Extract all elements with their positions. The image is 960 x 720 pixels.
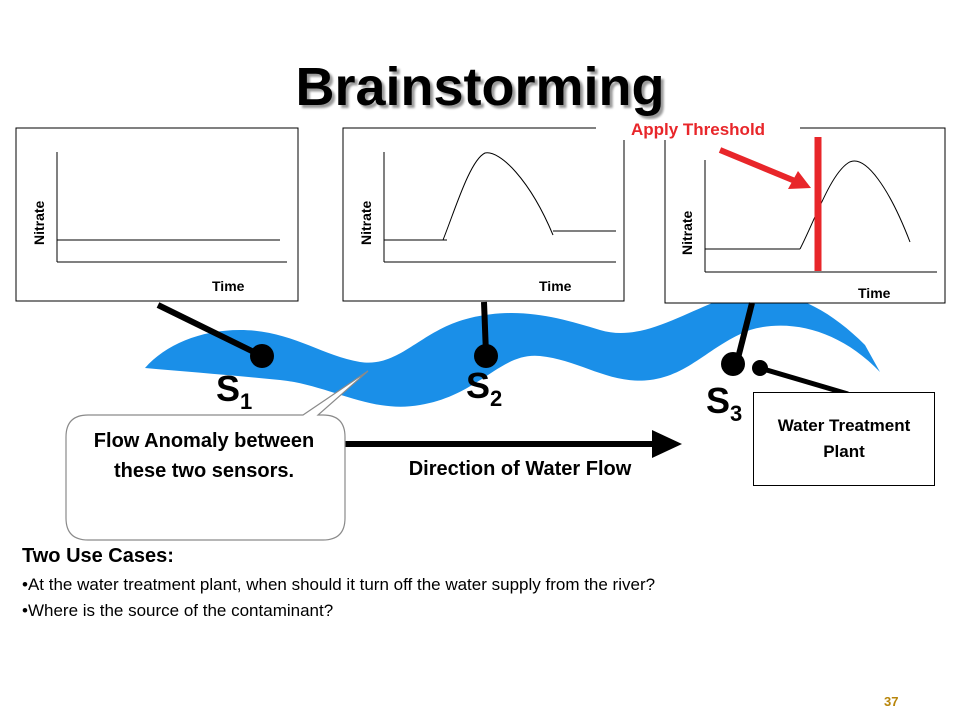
nitrate-chart-3: Nitrate Time [664,127,946,304]
sensor-3-connector [734,302,755,363]
panel-1-ylabel: Nitrate [31,200,47,245]
sensor-1-name: S [216,368,241,409]
sensor-3-subscript: 3 [730,401,743,426]
sensor-3-node [721,352,745,376]
panel-3-xlabel: Time [858,285,891,301]
anomaly-callout [65,370,369,541]
sensor-1-connector [156,302,262,358]
anomaly-callout-text: Flow Anomaly between these two sensors. [93,430,315,482]
page-number: 37 [884,694,899,709]
sensor-1-subscript: 1 [240,389,253,414]
plant-node [752,360,768,376]
river [145,292,880,407]
flow-arrowhead [652,430,682,458]
use-case-item: •Where is the source of the contaminant? [22,601,334,620]
use-cases-title: Two Use Cases: [22,545,174,567]
sensor-3-label: S3 [706,380,742,426]
use-case-item: •At the water treatment plant, when shou… [22,575,656,594]
slide-title: Brainstorming [295,57,665,117]
flow-direction-label: Direction of Water Flow [408,458,632,480]
threshold-arrowhead [788,171,811,189]
sensor-2-name: S [466,365,491,406]
threshold-arrow-shaft [718,147,797,184]
nitrate-chart-1: Nitrate Time [15,127,299,302]
panel-2-ylabel: Nitrate [358,200,374,245]
water-treatment-plant: Water Treatment Plant [753,392,935,486]
sensor-1-node [250,344,274,368]
sensor-2-node [474,344,498,368]
sensor-2-subscript: 2 [490,386,503,411]
sensor-1-label: S1 [216,368,252,414]
plant-connector [759,365,849,397]
panel-1-xlabel: Time [212,278,245,294]
panel-3-ylabel: Nitrate [679,210,695,255]
nitrate-chart-2: Nitrate Time [342,127,625,302]
sensor-3-name: S [706,380,731,421]
threshold-label: Apply Threshold [596,120,800,140]
use-cases: Two Use Cases: •At the water treatment p… [22,545,942,624]
sensor-2-label: S2 [466,365,502,411]
panel-2-xlabel: Time [539,278,572,294]
